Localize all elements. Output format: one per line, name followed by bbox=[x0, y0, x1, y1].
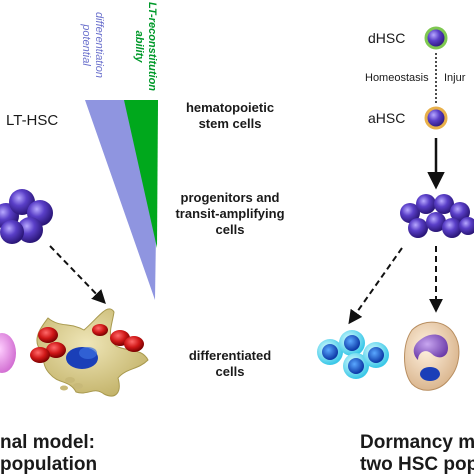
stage-progenitors: progenitors and transit-amplifying cells bbox=[175, 190, 285, 237]
ahsc-label: aHSC bbox=[368, 110, 406, 126]
lt-hsc-label: LT-HSC bbox=[6, 112, 59, 129]
stage-differentiated-cells: differentiated cells bbox=[188, 348, 272, 379]
pink-cell bbox=[0, 333, 16, 373]
dhsc-cell bbox=[424, 26, 448, 50]
right-dashed-arrow-left bbox=[348, 247, 403, 325]
lt-reconstitution-label: LT-reconstitution ability bbox=[133, 2, 158, 92]
lt-reconstitution-wedge bbox=[124, 100, 158, 248]
lt-hsc-cluster bbox=[0, 189, 53, 244]
progenitor-cluster bbox=[400, 194, 474, 238]
macrophage-cluster bbox=[30, 308, 149, 397]
lymphocyte-cluster bbox=[317, 330, 389, 379]
dhsc-label: dHSC bbox=[368, 30, 406, 46]
injury-label: Injur bbox=[444, 72, 466, 84]
differentiation-potential-label: differentiation potential bbox=[80, 12, 105, 79]
right-model-title: Dormancy m two HSC popu bbox=[360, 432, 474, 475]
left-model-title: nal model: population bbox=[0, 432, 98, 475]
ahsc-cell bbox=[424, 106, 448, 130]
homeostasis-label: Homeostasis bbox=[365, 72, 429, 84]
left-dashed-arrow bbox=[49, 245, 106, 305]
granulocyte-cell bbox=[404, 321, 460, 391]
stage-hematopoietic-stem-cells: hematopoietic stem cells bbox=[185, 100, 275, 131]
